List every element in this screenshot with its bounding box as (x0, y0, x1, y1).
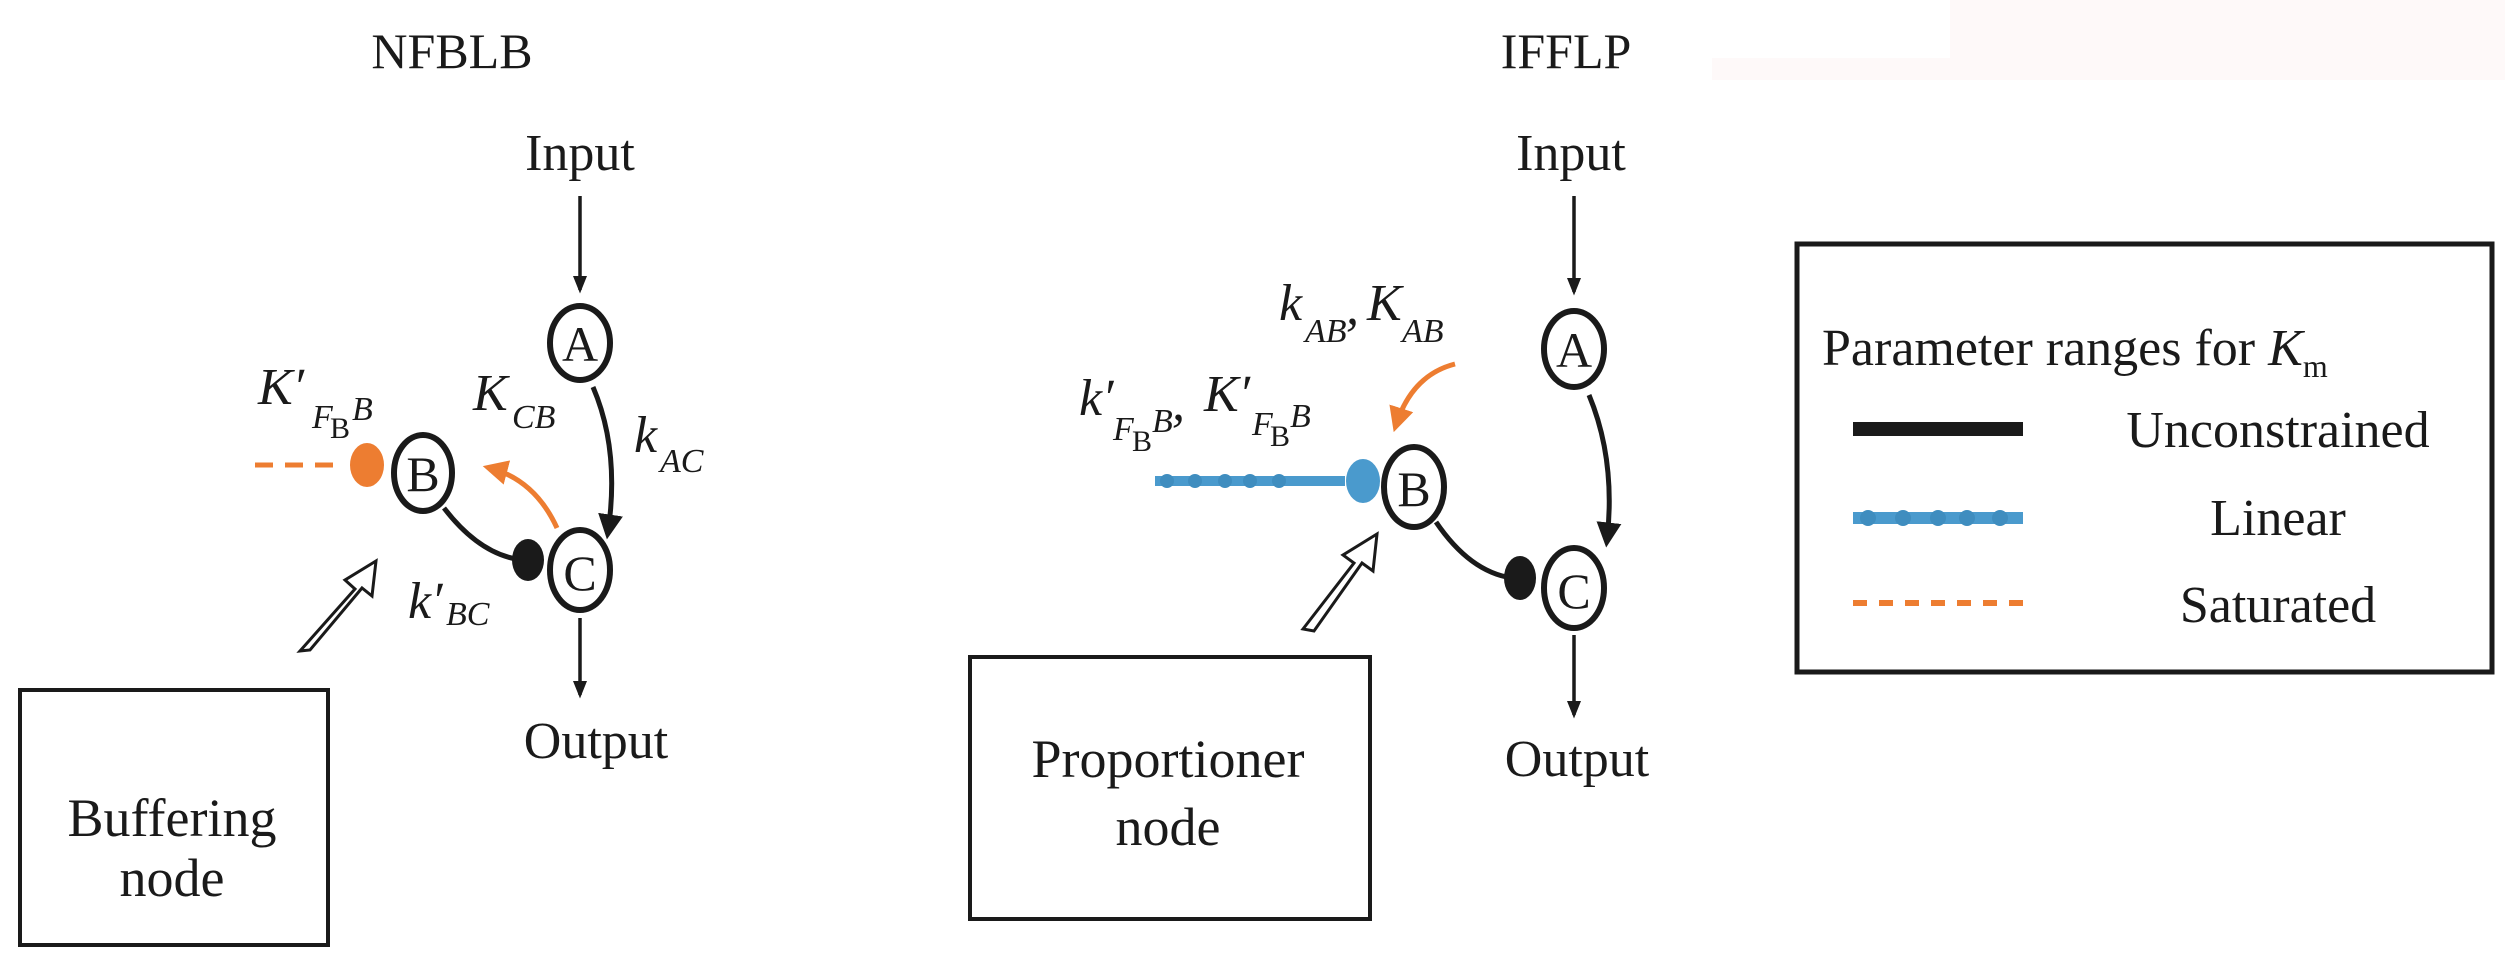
legend-label: Linear (2210, 490, 2346, 547)
linear-blob (1346, 459, 1380, 503)
svg-text:AB: AB (1400, 313, 1444, 350)
svg-text:k′: k′ (1079, 370, 1115, 427)
svg-text:C: C (1557, 563, 1590, 619)
param-kprime-bc: k′ BC (408, 573, 490, 633)
node-b: B (391, 432, 455, 514)
ifflp-panel: IFFLP Input A B C (968, 23, 1650, 921)
param-kprime-Kprime-fbb: k′ F B B , K′ F B B (1079, 366, 1311, 458)
callout-arrow-icon (1300, 531, 1379, 633)
callout-line2: node (120, 848, 225, 908)
output-label: Output (524, 713, 669, 770)
buffering-node-box (18, 688, 330, 947)
legend-item-saturated: Saturated (1853, 577, 2376, 634)
edge-b-to-c-inhibit (1433, 520, 1513, 581)
node-b: B (1381, 444, 1447, 530)
output-label: Output (1505, 731, 1650, 788)
inhibition-blob (1504, 556, 1536, 600)
svg-text:k′: k′ (408, 573, 444, 630)
node-c: C (547, 527, 613, 613)
svg-text:K: K (1366, 275, 1404, 332)
legend-label: Saturated (2180, 577, 2376, 634)
input-label: Input (1516, 125, 1626, 182)
node-c: C (1541, 545, 1607, 631)
svg-text:,: , (1172, 375, 1185, 432)
callout-line1: Buffering (68, 788, 277, 848)
svg-text:F: F (1112, 411, 1135, 448)
svg-text:B: B (1152, 403, 1173, 440)
nfblb-panel: NFBLB Input A B C Output (18, 23, 704, 947)
svg-text:K′: K′ (257, 359, 306, 416)
svg-text:F: F (311, 399, 334, 436)
svg-text:B: B (1290, 398, 1311, 435)
svg-text:B: B (406, 446, 439, 502)
panel-title: NFBLB (371, 23, 532, 79)
param-K-cb: K CB (472, 365, 556, 436)
panel-title: IFFLP (1501, 23, 1632, 79)
node-a: A (1541, 308, 1607, 390)
edge-a-to-b-saturated (1389, 361, 1456, 433)
svg-text:B: B (1397, 461, 1430, 517)
svg-text:A: A (1556, 322, 1592, 378)
svg-text:C: C (563, 545, 596, 601)
svg-text:k: k (634, 407, 658, 464)
legend: Parameter ranges for Km Unconstrained Li… (1794, 241, 2495, 675)
callout-line1: Proportioner (1032, 729, 1305, 789)
svg-text:BC: BC (446, 596, 490, 633)
proportioner-node-box (968, 655, 1372, 921)
node-a: A (547, 303, 613, 383)
param-kprime-fbb: K′ F B B (257, 359, 373, 445)
linear-dots (1160, 474, 1286, 488)
param-k-ab-K-ab: k AB , K AB (1279, 275, 1444, 350)
svg-text:K′: K′ (1203, 366, 1252, 423)
callout-arrow-icon (296, 558, 378, 653)
input-label: Input (525, 125, 635, 182)
edge-b-to-c-inhibit (442, 506, 523, 563)
edge-a-to-c (590, 386, 623, 540)
svg-text:B: B (1270, 420, 1290, 453)
callout-line2: node (1116, 797, 1221, 857)
legend-item-linear: Linear (1853, 490, 2346, 547)
legend-title: Parameter ranges for Km (1822, 320, 2328, 384)
background-artifact (1950, 0, 2505, 68)
svg-text:,: , (1346, 279, 1359, 336)
svg-text:K: K (472, 365, 510, 422)
svg-text:k: k (1279, 275, 1303, 332)
legend-item-unconstrained: Unconstrained (1853, 402, 2430, 459)
svg-text:B: B (1132, 425, 1152, 458)
svg-text:F: F (1251, 406, 1274, 443)
svg-text:B: B (352, 391, 373, 428)
param-k-ac: k AC (634, 407, 704, 480)
edge-a-to-c (1586, 394, 1622, 548)
background-artifact (1712, 58, 2505, 80)
svg-text:CB: CB (512, 399, 556, 436)
edge-c-to-b-saturated (482, 460, 560, 530)
svg-text:AB: AB (1303, 313, 1347, 350)
saturated-blob (350, 443, 384, 487)
svg-text:B: B (330, 412, 350, 445)
svg-text:A: A (562, 316, 598, 372)
legend-label: Unconstrained (2126, 402, 2429, 459)
svg-text:AC: AC (658, 443, 704, 480)
inhibition-blob (512, 539, 544, 581)
